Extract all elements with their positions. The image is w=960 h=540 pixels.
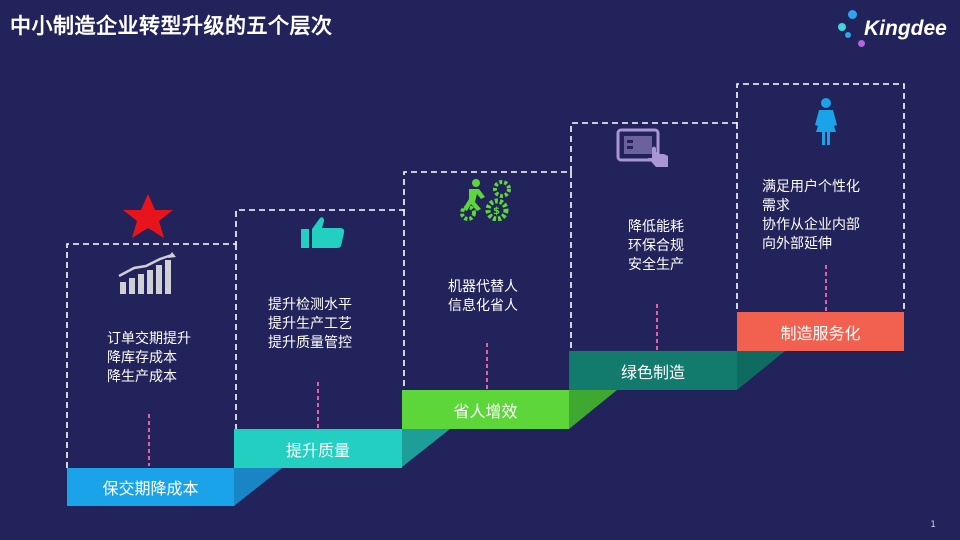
step-desc-2: 提升检测水平 提升生产工艺 提升质量管控 [268,296,352,353]
dashed-step-outline [66,83,905,468]
step-desc-3: 机器代替人 信息化省人 [448,278,518,316]
desc-line: 安全生产 [628,257,684,273]
person-icon [815,98,837,145]
kingdee-logo: Kingdee [836,8,956,52]
desc-line: 机器代替人 [448,279,518,295]
logo-dot-blue [848,10,857,19]
tablet-touch-icon [616,128,668,167]
svg-text:$: $ [493,206,500,217]
logo-dot-teal [845,32,851,38]
step-label-3: 省人增效 [402,390,569,429]
page-title: 中小制造企业转型升级的五个层次 [10,14,333,38]
desc-line: 提升检测水平 [268,297,352,313]
desc-line: 满足用户个性化 [762,179,860,195]
desc-line: 降库存成本 [107,350,177,366]
desc-line: 信息化省人 [448,298,518,314]
desc-line: 协作从企业内部 [762,217,860,233]
desc-line: 需求 [762,198,790,214]
page-number: 1 [930,520,936,530]
step-desc-4: 降低能耗 环保合规 安全生产 [628,218,684,275]
desc-line: 订单交期提升 [107,331,191,347]
step-label-4: 绿色制造 [569,351,737,390]
pink-connectors [148,265,827,466]
step-label-5: 制造服务化 [737,312,904,351]
desc-line: 向外部延伸 [762,236,832,252]
bevel-2 [402,429,450,467]
desc-line: 环保合规 [628,238,684,254]
thumbs-up-icon [301,217,345,248]
desc-line: 降低能耗 [628,219,684,235]
star-icon [123,194,173,238]
desc-line: 降生产成本 [107,369,177,385]
logo-text: Kingdee [864,17,947,40]
bevel-1 [234,468,282,506]
desc-line: 提升生产工艺 [268,316,352,332]
gears-worker-icon: $ [460,179,511,221]
bar-chart-icon [118,252,176,294]
step-label-1: 保交期降成本 [67,468,234,506]
bevel-3 [569,390,617,429]
desc-line: 提升质量管控 [268,335,352,351]
step-desc-1: 订单交期提升 降库存成本 降生产成本 [107,330,191,387]
logo-dot-cyan [838,23,846,31]
step-desc-5: 满足用户个性化 需求 协作从企业内部 向外部延伸 [762,178,860,254]
step-label-2: 提升质量 [234,429,402,468]
logo-dot-purple [858,40,865,47]
bevel-4 [737,351,785,390]
